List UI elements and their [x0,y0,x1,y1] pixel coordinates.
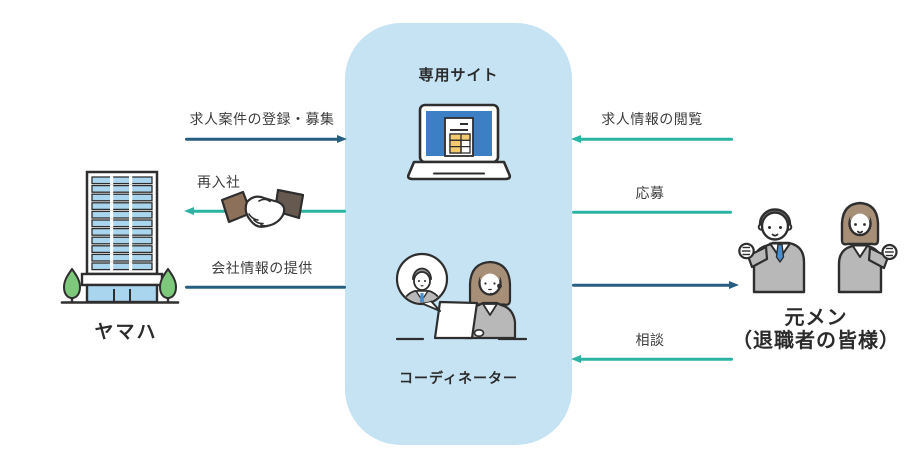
flow-line-apply [572,207,732,217]
flow-label-apply: 応募 [635,185,665,201]
members-label-line1: 元メン [784,307,848,329]
site-title: 専用サイト [418,67,499,84]
flow-arrow-info-to-members [572,280,739,290]
yamaha-label: ヤマハ [94,322,158,343]
coordinator-label: コーディネーター [398,370,519,386]
flow-label-job-registration: 求人案件の登録・募集 [189,111,335,127]
members-label-line2: （退職者の皆様） [732,330,900,352]
handshake-icon [220,188,305,228]
dedicated-site-panel [345,23,572,445]
flow-arrow-job-browsing [571,134,733,144]
members-label: 元メン （退職者の皆様） [710,307,922,353]
laptop-site-icon [406,103,512,181]
flow-label-rejoin: 再入社 [197,174,241,190]
office-building-icon [60,170,180,304]
flow-arrow-consultation [571,354,733,364]
flow-label-job-browsing: 求人情報の閲覧 [601,111,703,127]
retirees-pair-icon [738,201,898,294]
flow-line-company-info [185,282,346,292]
flow-label-company-info: 会社情報の提供 [211,260,313,276]
flow-label-consultation: 相談 [635,332,665,348]
flow-arrow-job-registration [185,134,347,144]
coordinator-operator-icon [395,252,528,341]
